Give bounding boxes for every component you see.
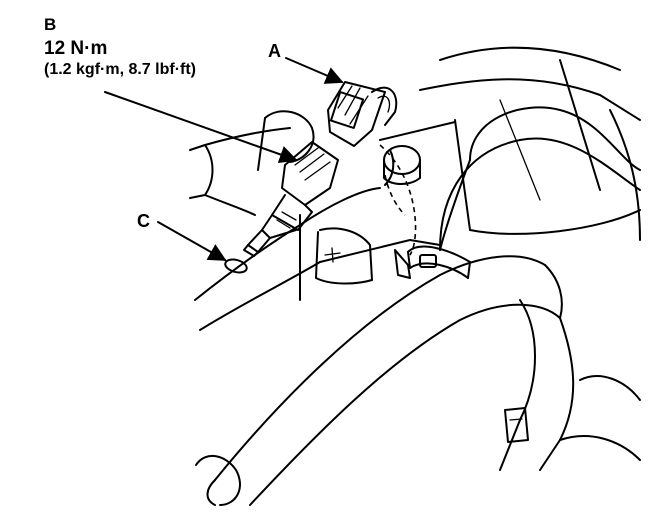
callout-a-letter: A xyxy=(268,41,281,61)
callout-c-letter: C xyxy=(137,211,150,231)
hose-clamp xyxy=(407,245,471,279)
callout-b-letter: B xyxy=(44,15,57,34)
sensor-b xyxy=(243,141,339,257)
thermostat-housing xyxy=(189,110,456,331)
intake-runner xyxy=(195,255,575,506)
lower-bracket xyxy=(504,375,641,461)
harness-dashes xyxy=(384,174,406,216)
engine-background-lines xyxy=(419,46,641,241)
callout-b-torque: 12 N·m xyxy=(44,38,108,59)
callout-b-conversion: (1.2 kgf·m, 8.7 lbf·ft) xyxy=(44,61,197,78)
coolant-hose xyxy=(439,106,641,251)
connector-a xyxy=(327,81,398,147)
leader-arrow-b xyxy=(104,91,298,164)
leader-arrow-a xyxy=(285,57,344,84)
leader-arrow-c xyxy=(157,221,227,261)
wire-routing-dashes xyxy=(379,144,417,256)
o-ring-c xyxy=(224,258,248,274)
